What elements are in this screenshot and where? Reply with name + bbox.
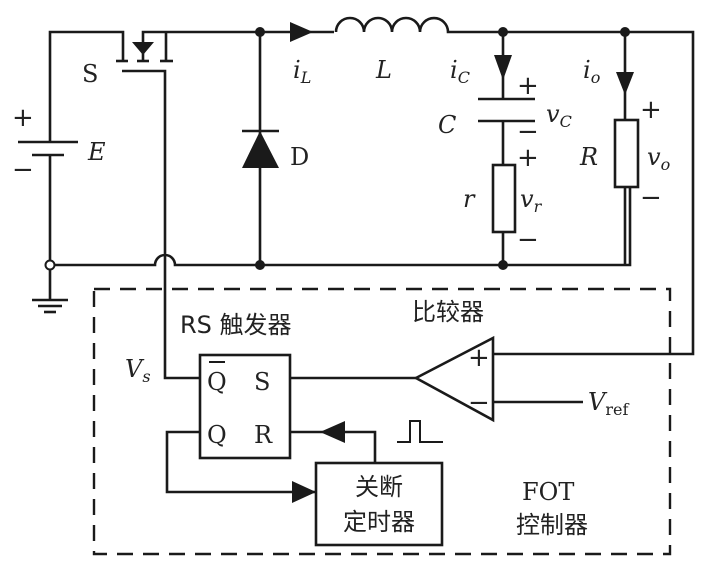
q-pin: Q [207, 421, 227, 449]
mosfet-body-diode-arrow-icon [132, 42, 154, 55]
rs-flipflop-label: RS 触发器 [180, 311, 292, 339]
gate-signal-label: Vs [125, 355, 151, 386]
ground-icon [32, 298, 68, 314]
ground-terminal [44, 259, 56, 271]
timer-label-line1: 关断 [355, 473, 403, 501]
reference-label: Vref [588, 388, 629, 419]
fot-controller-boundary [92, 287, 672, 556]
diode-label: D [290, 143, 309, 171]
capacitor-current-arrow-icon [494, 55, 512, 80]
capacitor-current-label: iC [450, 56, 470, 87]
timer-label-line2: 定时器 [343, 508, 415, 536]
inductor-symbol [334, 16, 454, 34]
esr-plus: + [517, 143, 539, 173]
switch-label: S [82, 60, 98, 88]
esr-voltage-label: vr [520, 185, 543, 216]
trigger-arrow-icon [292, 481, 316, 503]
controller-title-line1: FOT [522, 478, 574, 506]
capacitor-label: C [438, 111, 456, 139]
qbar-pin: Q [207, 368, 227, 396]
comparator-plus: + [468, 343, 490, 373]
r-pin: R [254, 421, 273, 449]
output-current-label: io [583, 56, 600, 87]
comparator-symbol [413, 335, 495, 423]
pulse-icon [397, 420, 443, 443]
battery-minus: − [12, 155, 34, 185]
junction-dots [255, 27, 630, 270]
load-label: R [579, 143, 598, 171]
diode-symbol [242, 129, 279, 168]
output-plus: + [640, 95, 662, 125]
reset-arrow-icon [320, 421, 345, 443]
comparator-label: 比较器 [412, 298, 484, 326]
off-timer-block [314, 461, 444, 547]
capacitor-minus: − [517, 117, 539, 147]
rs-flipflop-block [198, 353, 292, 460]
capacitor-voltage-label: vC [546, 100, 572, 131]
inductor-label: L [375, 56, 392, 84]
inductor-current-label: iL [293, 56, 311, 87]
load-resistor-symbol [613, 118, 640, 189]
output-voltage-label: vo [647, 143, 670, 174]
inductor-current-arrow-icon [290, 22, 313, 42]
esr-minus: − [517, 225, 539, 255]
output-minus: − [640, 183, 662, 213]
esr-resistor-symbol [491, 163, 517, 234]
capacitor-plus: + [517, 71, 539, 101]
output-current-arrow-icon [616, 72, 634, 95]
comparator-minus: − [468, 388, 490, 418]
controller-title-line2: 控制器 [516, 511, 588, 539]
source-label: E [87, 138, 106, 166]
s-pin: S [254, 368, 270, 396]
battery-symbol [18, 140, 78, 157]
battery-plus: + [12, 103, 34, 133]
esr-label: r [463, 185, 476, 213]
